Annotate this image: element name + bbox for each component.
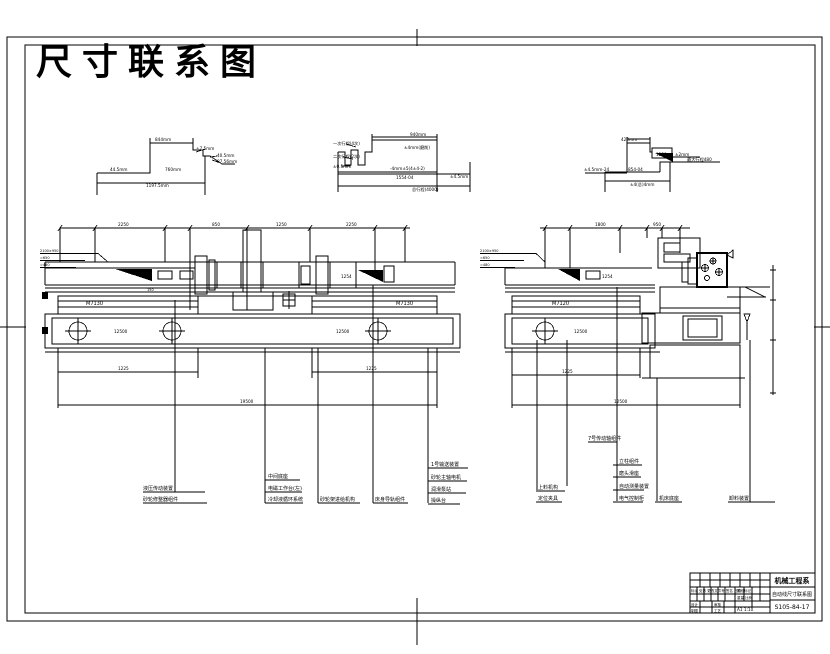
callout-label: 砂轮架进给机构 [320,496,355,503]
dim-label: 1197.5mm [146,183,169,188]
dim-label: 2250 [346,222,357,227]
title-block-cell: 工艺 [714,608,722,613]
dim-label: 1254 [341,274,352,279]
dim-label: 12500 [614,399,628,404]
title-block: 标记 处数 更改文件号 签名 日期 阶段标记 重量 比例 A1 1:10 设计 … [689,572,816,614]
note-block-left: 2100×950 =650 =480 [40,249,109,268]
title-block-sheet: A1 1:10 [737,607,754,612]
title-block-title: 自动线尺寸联系图 [772,591,812,598]
dim-label: ±7.5mm [196,146,214,151]
bed-label: M7120 [552,301,569,307]
dim-label: 1554-04 [396,175,414,180]
page-title: 尺寸联系图 [36,42,266,83]
title-block-cell: 制图 [691,608,699,613]
dim-label: 940mm [410,132,426,137]
dim-label: 950 [653,222,661,227]
callout-label: 定位夹具 [538,495,558,502]
title-block-number: S105-84-17 [775,604,810,611]
dim-label: 总行程(4000) [412,186,439,193]
title-block-org: 机械工程系 [775,576,810,585]
dim-label: 19500 [240,399,254,404]
callout-label: 液压传动装置 [143,485,173,492]
dim-label: 150 [147,288,154,292]
machine-group-right: 1800 950 2100×950 =650 =480 1254 M7120 1… [480,222,776,408]
dim-label: 最大行程480 [687,156,712,163]
dim-label: 1250 [656,152,667,157]
machine-group-left: 2250 850 1250 2250 2100×950 =650 =480 [40,222,461,408]
title-block-cell: 设计 [691,602,699,607]
title-block-header: 标记 处数 更改文件号 签名 日期 [691,588,741,593]
callout-label: 1号输送装置 [431,461,459,468]
dim-label: 1225 [562,369,573,374]
svg-text:2100×950: 2100×950 [40,249,59,253]
profile-detail-right: 420mm 1250 ±2mm 最大行程480 ±4.5mm-24 854-04… [584,137,720,192]
callout-label: 立柱组件 [619,458,639,465]
dim-label: ±2mm [675,152,689,157]
callout-label: 润滑泵站 [431,486,451,493]
callout-label: 砂轮修整器组件 [143,496,178,503]
gear-circles [701,257,723,281]
callout-label: 中间底座 [268,473,288,480]
dim-label: ±4(总)4mm [630,181,654,187]
profile-detail-left: 844mm ±7.5mm 40.5mm 87.56mm 44.5mm 760mm… [96,137,237,195]
dim-label: 1254 [602,274,613,279]
bed-label: M7130 [396,301,413,307]
callout-label: 卸料装置 [729,495,749,502]
sheet-frame [0,29,830,645]
svg-text:=650: =650 [40,256,50,260]
callouts-right: 上料机构 定位夹具 7号传动轴组件 立柱组件 磨头滑座 自动测量装置 电气控制柜… [536,287,775,503]
base-label: 12500 [114,329,128,334]
leader-label: 一次行程(4次) [333,140,360,147]
anchor-marker [65,318,391,344]
svg-text:=650: =650 [480,256,490,260]
leader-label: ±0.5mm [333,164,351,169]
callout-label: 上料机构 [538,484,558,491]
dim-label: 40.5mm [217,153,234,158]
wedge-right [558,269,580,281]
dim-label: 850 [212,222,220,227]
title-block-scale: 重量 比例 [737,595,753,600]
callout-label: 砂轮主轴电机 [431,474,461,481]
callout-label: 冷却液循环系统 [268,496,303,503]
callout-label: 磨头滑座 [619,470,639,477]
dim-label: 1225 [366,366,377,371]
wedge-left-2 [358,270,383,282]
callout-label: 操纵台 [431,497,446,504]
svg-text:=480: =480 [480,263,490,267]
dim-label: 44.5mm [110,167,127,172]
callout-label: 7号传动轴组件 [588,435,621,442]
dim-label: 844mm [155,137,171,142]
profile-detail-middle: 一次行程(4次) 二次行程(2次) ±0.5mm 940mm ±4mm(磨削) … [333,132,471,193]
dim-label: ±4mm(磨削) [404,144,430,151]
dim-label: ±4.5mm [450,174,468,179]
dim-label: 1225 [118,366,129,371]
svg-text:2100×950: 2100×950 [480,249,499,253]
dim-label: 760mm [165,167,181,172]
leader-label: 二次行程(2次) [333,153,360,160]
dim-label: 420mm [621,137,637,142]
dim-label: 1250 [276,222,287,227]
dim-label: -4mm±5(4±4-2) [390,166,425,171]
dim-label: 1800 [595,222,606,227]
dim-label: 2250 [118,222,129,227]
callout-label: 自动测量装置 [619,483,649,490]
callout-label: 电磁工作台(左) [268,485,302,492]
base-label: 12500 [574,329,588,334]
dim-label: 854-04 [628,167,643,172]
callout-label: 机床底座 [659,495,679,502]
dim-label: 87.56mm [217,159,237,164]
note-block-right: 2100×950 =650 =480 [480,249,546,268]
callout-label: 床身导轨组件 [375,496,405,503]
base-label: 12500 [336,329,350,334]
wedge-left-1 [115,269,152,281]
callouts-left: 液压传动装置 砂轮修整器组件 中间底座 电磁工作台(左) 冷却液循环系统 砂轮架… [143,285,468,505]
title-block-cell: 审核 [714,602,722,607]
bed-label: M7130 [86,301,103,307]
callout-label: 电气控制柜 [619,495,644,502]
dim-label: ±4.5mm-24 [584,167,610,172]
title-block-stage: 阶段标记 [737,588,751,593]
